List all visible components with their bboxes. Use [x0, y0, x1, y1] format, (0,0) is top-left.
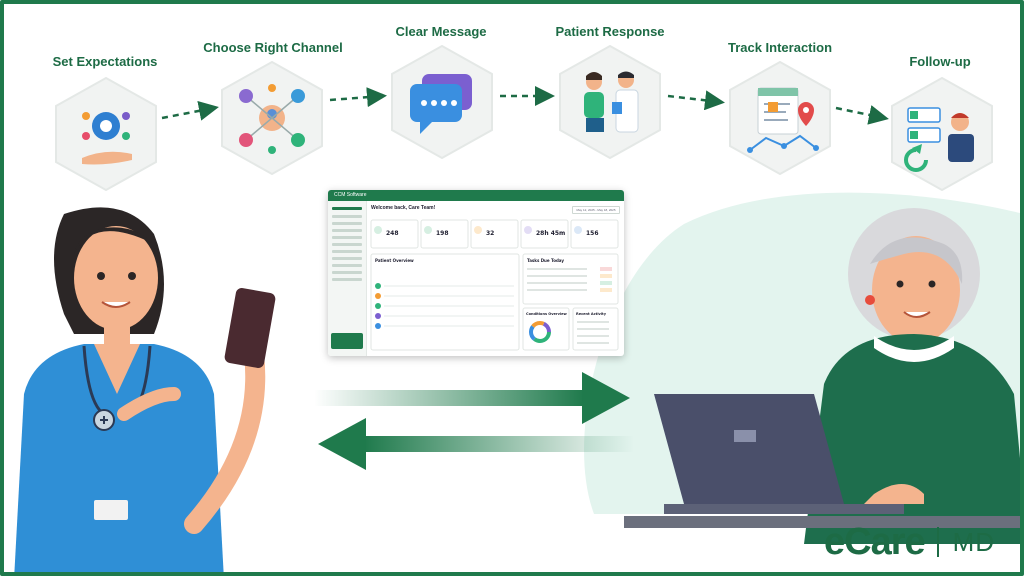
stat-value-4: 28h 45m: [536, 230, 565, 237]
step-hex-track-interaction: [724, 58, 836, 178]
exchange-arrows: [314, 372, 634, 470]
arrow-1: [161, 101, 219, 121]
stat-value-1: 248: [386, 230, 399, 237]
step-hex-patient-response: [554, 42, 666, 162]
step-hex-choose-right-channel: [216, 58, 328, 178]
step-hex-clear-message: [386, 42, 498, 162]
flow-arrows: [161, 86, 889, 125]
arrow-right: [314, 372, 630, 424]
checklist-person-icon: [904, 107, 974, 172]
tasks-panel: Tasks Due Today: [522, 253, 619, 305]
arrow-2: [329, 87, 387, 108]
logo-brand: eCare: [824, 520, 926, 563]
patient-overview-title: Patient Overview: [375, 258, 414, 263]
step-label-follow-up: Follow-up: [909, 54, 971, 69]
calendar-location-icon: [747, 87, 819, 153]
gear-head-hand-icon: [82, 112, 132, 165]
dashboard-mockup: CCM Software Welcome back, Care Team! Ma…: [328, 190, 624, 356]
dashboard-topbar: [328, 190, 624, 201]
patient-doctor-icon: [584, 71, 639, 133]
step-hex-set-expectations: [50, 74, 162, 194]
dashboard-brand: CCM Software: [334, 192, 367, 198]
step-label-patient-response: Patient Response: [555, 24, 665, 39]
dashboard-date-range: May 12, 2025 - May 18, 2025: [572, 206, 620, 214]
recent-activity-title: Recent Activity: [576, 312, 607, 316]
logo-suffix: MD: [952, 526, 996, 557]
arrow-5: [835, 105, 889, 125]
elderly-patient-illustration: [624, 208, 1020, 544]
arrow-4: [667, 90, 725, 111]
step-label-track-interaction: Track Interaction: [727, 40, 833, 55]
nurse-illustration: [14, 207, 276, 572]
patient-overview-panel: Patient Overview: [370, 253, 520, 351]
conditions-title: Conditions Overview: [526, 312, 567, 316]
chat-bubbles-icon: [410, 74, 472, 134]
step-hex-follow-up: [886, 74, 998, 194]
stat-value-3: 32: [486, 230, 494, 237]
conditions-panel: Conditions Overview: [522, 307, 570, 351]
channel-network-icon: [239, 84, 305, 154]
ecare-md-logo: eCare MD: [824, 520, 995, 564]
tasks-title: Tasks Due Today: [527, 258, 564, 263]
step-label-clear-message: Clear Message: [395, 24, 487, 39]
stat-value-5: 156: [586, 230, 599, 237]
dashboard-welcome: Welcome back, Care Team!: [371, 205, 436, 211]
stat-value-2: 198: [436, 230, 449, 237]
step-label-set-expectations: Set Expectations: [52, 54, 158, 69]
logo-separator: [936, 527, 939, 557]
recent-activity-panel: Recent Activity: [572, 307, 619, 351]
step-label-choose-right-channel: Choose Right Channel: [203, 40, 343, 55]
dashboard-sidebar: [328, 201, 367, 356]
arrow-left: [318, 418, 634, 470]
stat-cards: 248 198 32 28h 45m 156: [370, 219, 619, 249]
phone-icon: [224, 288, 276, 368]
